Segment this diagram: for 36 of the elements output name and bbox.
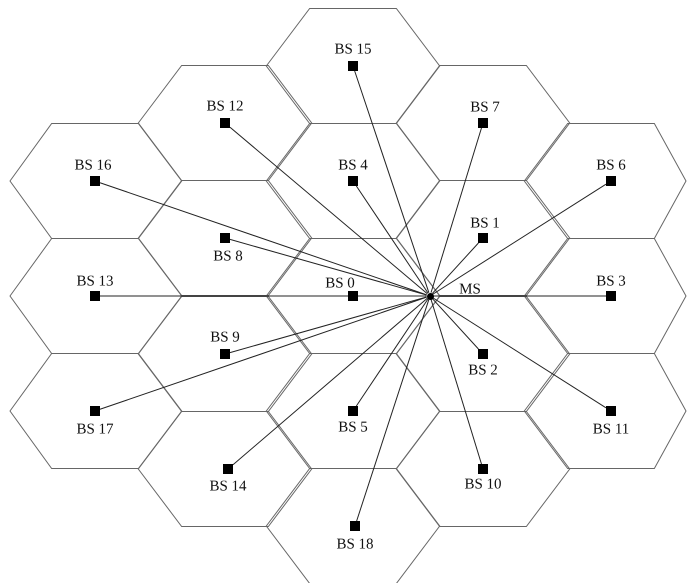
connection-line [430, 298, 482, 464]
connection-line [432, 298, 479, 350]
base-station-label: BS 10 [464, 478, 502, 492]
base-station-label: BS 4 [338, 158, 368, 174]
base-station-label: BS 13 [76, 274, 114, 290]
connection-line [232, 298, 428, 466]
connection-line [432, 297, 606, 408]
base-station-label: BS 9 [210, 330, 240, 346]
base-station-label: BS 18 [336, 538, 374, 552]
base-station-label: BS 2 [468, 364, 498, 378]
station-label: MS [459, 282, 481, 298]
base-station-label: BS 8 [213, 250, 243, 264]
connection-line [100, 182, 428, 296]
base-station-label: BS 1 [470, 216, 500, 232]
connection-line [356, 298, 429, 406]
connection-line [100, 296, 428, 410]
base-station-label: BS 16 [74, 158, 112, 174]
base-station-label: BS 12 [206, 100, 244, 114]
base-station-label: BS 5 [338, 420, 368, 436]
connection-line [430, 128, 482, 294]
base-station-label: BS 11 [592, 422, 630, 438]
base-station-label: BS 7 [470, 100, 500, 116]
base-station-label: BS 15 [334, 42, 372, 58]
connection-line [354, 70, 430, 294]
connection-line [432, 242, 479, 294]
connection-line [356, 186, 429, 294]
connection-line [230, 126, 428, 294]
base-station-label: BS 14 [209, 480, 247, 494]
connection-line [230, 296, 428, 354]
base-station-label: BS 0 [325, 276, 355, 292]
base-station-label: BS 6 [596, 158, 626, 174]
connection-line [230, 238, 428, 296]
connection-line [356, 298, 430, 522]
base-station-label: BS 17 [76, 422, 114, 438]
connection-line [432, 184, 606, 295]
base-station-label: BS 3 [596, 274, 626, 290]
